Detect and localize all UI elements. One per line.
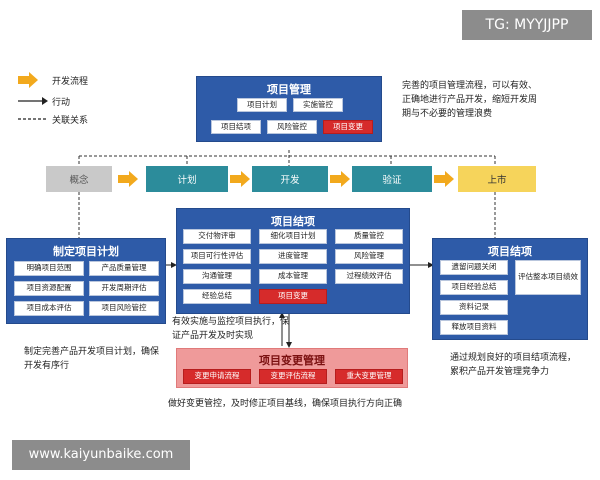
- project-management-box: 项目管理 项目计划 实施管控 项目结项 风险管控 项目变更: [196, 76, 382, 142]
- legend-relation-label: 关联关系: [52, 116, 89, 126]
- plan-item: 项目资源配置: [14, 281, 84, 296]
- plan-item: 明确项目范围: [14, 261, 84, 276]
- closure-side-item: 评估整本项目绩效: [515, 260, 581, 295]
- phase-verify: 验证: [352, 166, 432, 192]
- pm-item-plan: 项目计划: [237, 98, 287, 112]
- phase-plan: 计划: [146, 166, 228, 192]
- closure-item: 遗留问题关闭: [440, 260, 508, 275]
- plan-box-title: 制定项目计划: [53, 245, 119, 258]
- center-item: 项目可行性评估: [183, 249, 251, 264]
- phase-arrow-icon: [434, 171, 454, 187]
- phase-arrow-icon: [230, 171, 250, 187]
- phase-launch: 上市: [458, 166, 536, 192]
- project-management-note: 完善的项目管理流程，可以有效、正确地进行产品开发，缩短开发周期与不必要的管理浪费: [402, 81, 538, 119]
- center-note: 有效实施与监控项目执行，保证产品开发及时实现: [172, 317, 290, 341]
- pm-item-change: 项目变更: [323, 120, 373, 134]
- center-item: 过程绩效评估: [335, 269, 403, 284]
- pm-item-control: 实施管控: [293, 98, 343, 112]
- closure-item: 资料记录: [440, 300, 508, 315]
- watermark-site: www.kaiyunbaike.com: [12, 440, 190, 470]
- center-item: 风险管理: [335, 249, 403, 264]
- center-box-title: 项目结项: [271, 215, 315, 228]
- change-management-box: 项目变更管理 变更申请流程 变更评估流程 重大变更管理: [176, 348, 408, 388]
- center-item: 细化项目计划: [259, 229, 327, 244]
- plan-item: 开发周期评估: [89, 281, 159, 296]
- legend-flow-label: 开发流程: [52, 77, 89, 87]
- plan-item: 项目风险管控: [89, 301, 159, 316]
- closure-item: 项目经验总结: [440, 280, 508, 295]
- change-item: 变更评估流程: [259, 369, 327, 384]
- flow-arrow-icon: [18, 72, 38, 88]
- relation-line-icon: [18, 118, 48, 120]
- center-item: 经验总结: [183, 289, 251, 304]
- phase-arrow-icon: [330, 171, 350, 187]
- center-item: 沟通管理: [183, 269, 251, 284]
- plan-note: 制定完善产品开发项目计划，确保开发有序行: [24, 347, 160, 371]
- legend-action-label: 行动: [52, 98, 71, 108]
- phase-concept: 概念: [46, 166, 112, 192]
- project-management-title: 项目管理: [267, 83, 311, 96]
- phase-arrow-icon: [118, 171, 138, 187]
- center-item: 成本管理: [259, 269, 327, 284]
- watermark-tg: TG: MYYJJPP: [462, 10, 592, 40]
- pm-item-risk: 风险管控: [267, 120, 317, 134]
- phase-develop: 开发: [252, 166, 328, 192]
- pm-item-closure: 项目结项: [211, 120, 261, 134]
- closure-box-title: 项目结项: [488, 245, 532, 258]
- center-item: 质量管控: [335, 229, 403, 244]
- closure-item: 释放项目资料: [440, 320, 508, 335]
- action-arrow-icon: [18, 97, 48, 105]
- change-note: 做好变更管控，及时修正项目基线，确保项目执行方向正确: [168, 399, 403, 409]
- center-item-change: 项目变更: [259, 289, 327, 304]
- plan-item: 项目成本评估: [14, 301, 84, 316]
- change-item: 变更申请流程: [183, 369, 251, 384]
- change-item: 重大变更管理: [335, 369, 403, 384]
- plan-box: 制定项目计划 明确项目范围 产品质量管理 项目资源配置 开发周期评估 项目成本评…: [6, 238, 166, 324]
- center-item: 进度管理: [259, 249, 327, 264]
- closure-box: 项目结项 遗留问题关闭 项目经验总结 资料记录 释放项目资料 评估整本项目绩效: [432, 238, 588, 340]
- closure-note: 通过规划良好的项目结项流程，累积产品开发管理竞争力: [450, 353, 577, 377]
- change-management-title: 项目变更管理: [259, 354, 325, 367]
- center-item: 交付物评审: [183, 229, 251, 244]
- plan-item: 产品质量管理: [89, 261, 159, 276]
- center-closure-box: 项目结项 交付物评审 细化项目计划 质量管控 项目可行性评估 进度管理 风险管理…: [176, 208, 410, 314]
